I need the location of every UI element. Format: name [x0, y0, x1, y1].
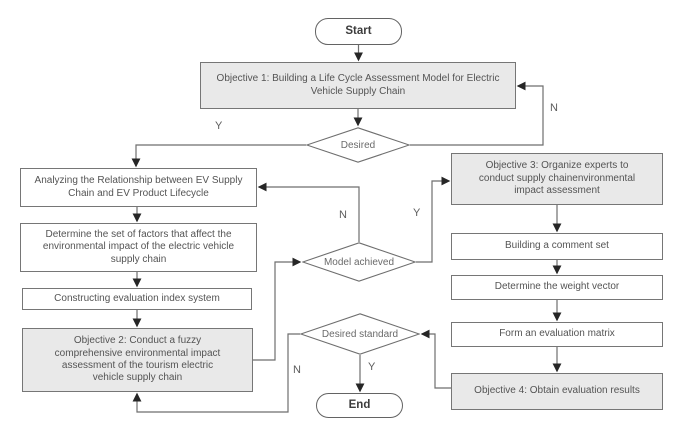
evaluation-matrix-label: Form an evaluation matrix: [499, 328, 615, 340]
index-system-box: Constructing evaluation index system: [22, 288, 252, 310]
end-label: End: [348, 399, 371, 412]
model-no-label: N: [339, 209, 347, 221]
desired-label: Desired: [340, 139, 376, 151]
desired-decision: Desired: [306, 127, 410, 163]
evaluation-matrix-box: Form an evaluation matrix: [451, 322, 663, 347]
model-achieved-decision: Model achieved: [302, 242, 416, 282]
objective1-box: Objective 1: Building a Life Cycle Asses…: [200, 62, 516, 109]
analyzing-box: Analyzing the Relationship between EV Su…: [20, 168, 257, 207]
edge-objective4-to-standard: [420, 329, 451, 389]
start-label: Start: [345, 25, 372, 38]
objective1-label: Objective 1: Building a Life Cycle Asses…: [216, 73, 500, 97]
diamond-shape: [300, 313, 420, 355]
start-node: Start: [315, 18, 402, 45]
factors-box: Determine the set of factors that affect…: [20, 223, 257, 272]
standard-no-label: N: [293, 364, 301, 376]
model-yes-label: Y: [413, 207, 421, 219]
weight-vector-box: Determine the weight vector: [451, 275, 663, 300]
diamond-shape: [302, 242, 416, 282]
comment-set-box: Building a comment set: [451, 233, 663, 260]
comment-set-label: Building a comment set: [505, 240, 609, 252]
objective4-box: Objective 4: Obtain evaluation results: [451, 373, 663, 410]
diamond-shape: [306, 127, 410, 163]
objective2-box: Objective 2: Conduct a fuzzy comprehensi…: [22, 328, 253, 392]
objective3-label: Objective 3: Organize experts to conduct…: [478, 160, 636, 197]
edge-objective2-to-model: [253, 257, 302, 361]
analyzing-label: Analyzing the Relationship between EV Su…: [34, 175, 243, 199]
model-achieved-label: Model achieved: [323, 256, 395, 268]
desired-no-label: N: [550, 102, 558, 114]
weight-vector-label: Determine the weight vector: [494, 281, 620, 293]
edge-model-yes-to-objective3: [416, 176, 451, 263]
objective4-label: Objective 4: Obtain evaluation results: [474, 385, 640, 397]
desired-yes-label: Y: [215, 120, 223, 132]
end-node: End: [316, 393, 403, 418]
edge-desired-no-to-objective1: [410, 81, 544, 146]
edge-model-no-to-analyzing: [257, 182, 360, 242]
objective2-label: Objective 2: Conduct a fuzzy comprehensi…: [54, 335, 221, 384]
index-system-label: Constructing evaluation index system: [54, 292, 220, 304]
desired-standard-label: Desired standard: [321, 328, 399, 340]
factors-label: Determine the set of factors that affect…: [42, 228, 235, 265]
desired-standard-decision: Desired standard: [300, 313, 420, 355]
edge-standard-no-to-objective2: [132, 333, 300, 413]
edge-desired-yes-to-analyzing: [131, 144, 306, 168]
objective3-box: Objective 3: Organize experts to conduct…: [451, 153, 663, 205]
standard-yes-label: Y: [368, 361, 376, 373]
